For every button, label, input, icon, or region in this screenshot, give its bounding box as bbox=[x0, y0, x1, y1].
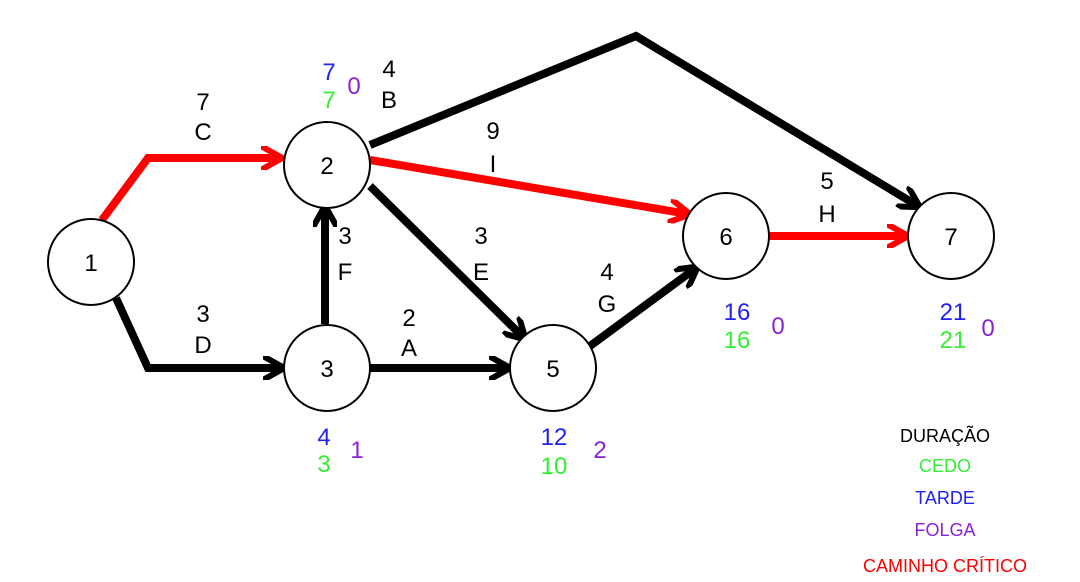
activity-g-name: G bbox=[598, 291, 617, 318]
node-1-label: 1 bbox=[84, 250, 97, 277]
legend-caminho-critico: CAMINHO CRÍTICO bbox=[863, 556, 1027, 576]
activity-d-name: D bbox=[194, 332, 211, 359]
activity-b-duration: 4 bbox=[382, 56, 395, 83]
edge-b bbox=[368, 31, 918, 206]
activity-f-name: F bbox=[338, 259, 353, 286]
node-2-label: 2 bbox=[320, 153, 333, 180]
node-5-folga: 2 bbox=[593, 437, 606, 464]
node-3-folga: 1 bbox=[350, 437, 363, 464]
activity-f-duration: 3 bbox=[338, 223, 351, 250]
legend-cedo: CEDO bbox=[919, 456, 971, 476]
activity-d-duration: 3 bbox=[196, 301, 209, 328]
node-7-cedo: 21 bbox=[940, 327, 967, 354]
legend: DURAÇÃO CEDO TARDE FOLGA CAMINHO CRÍTICO bbox=[863, 425, 1027, 576]
edge-c bbox=[98, 158, 280, 223]
legend-duracao: DURAÇÃO bbox=[900, 425, 990, 446]
node-2-tarde: 7 bbox=[322, 59, 335, 86]
node-2-cedo: 7 bbox=[322, 87, 335, 114]
node-5-cedo: 10 bbox=[541, 453, 568, 480]
node-3-cedo: 3 bbox=[317, 451, 330, 478]
node-5-tarde: 12 bbox=[541, 424, 568, 451]
node-6-cedo: 16 bbox=[724, 327, 751, 354]
node-6-tarde: 16 bbox=[724, 299, 751, 326]
node-7-folga: 0 bbox=[981, 315, 994, 342]
node-6: 6 bbox=[682, 192, 770, 280]
activity-a-duration: 2 bbox=[402, 305, 415, 332]
edge-e bbox=[367, 183, 524, 338]
node-2: 2 bbox=[283, 121, 371, 209]
node-5-label: 5 bbox=[546, 356, 559, 383]
legend-tarde: TARDE bbox=[915, 488, 975, 508]
node-6-folga: 0 bbox=[771, 313, 784, 340]
activity-h-duration: 5 bbox=[820, 168, 833, 195]
activity-e-name: E bbox=[473, 259, 489, 286]
activity-h-name: H bbox=[818, 201, 835, 228]
activity-g-duration: 4 bbox=[600, 259, 613, 286]
node-7-label: 7 bbox=[944, 224, 957, 251]
activity-b-name: B bbox=[381, 87, 397, 114]
activity-c-duration: 7 bbox=[196, 89, 209, 116]
node-3-tarde: 4 bbox=[317, 424, 330, 451]
node-6-label: 6 bbox=[719, 224, 732, 251]
edge-d bbox=[112, 296, 282, 368]
node-3-label: 3 bbox=[320, 356, 333, 383]
edge-i bbox=[369, 156, 688, 214]
legend-folga: FOLGA bbox=[914, 520, 975, 540]
activity-i-name: I bbox=[490, 151, 497, 178]
activity-e-duration: 3 bbox=[474, 223, 487, 250]
node-7-tarde: 21 bbox=[940, 299, 967, 326]
edge-g bbox=[587, 268, 696, 350]
node-3: 3 bbox=[283, 324, 371, 412]
activity-c-name: C bbox=[194, 119, 211, 146]
activity-a-name: A bbox=[401, 335, 417, 362]
node-7: 7 bbox=[907, 192, 995, 280]
node-5: 5 bbox=[509, 324, 597, 412]
node-2-folga: 0 bbox=[347, 73, 360, 100]
activity-i-duration: 9 bbox=[486, 118, 499, 145]
node-1: 1 bbox=[47, 218, 135, 306]
